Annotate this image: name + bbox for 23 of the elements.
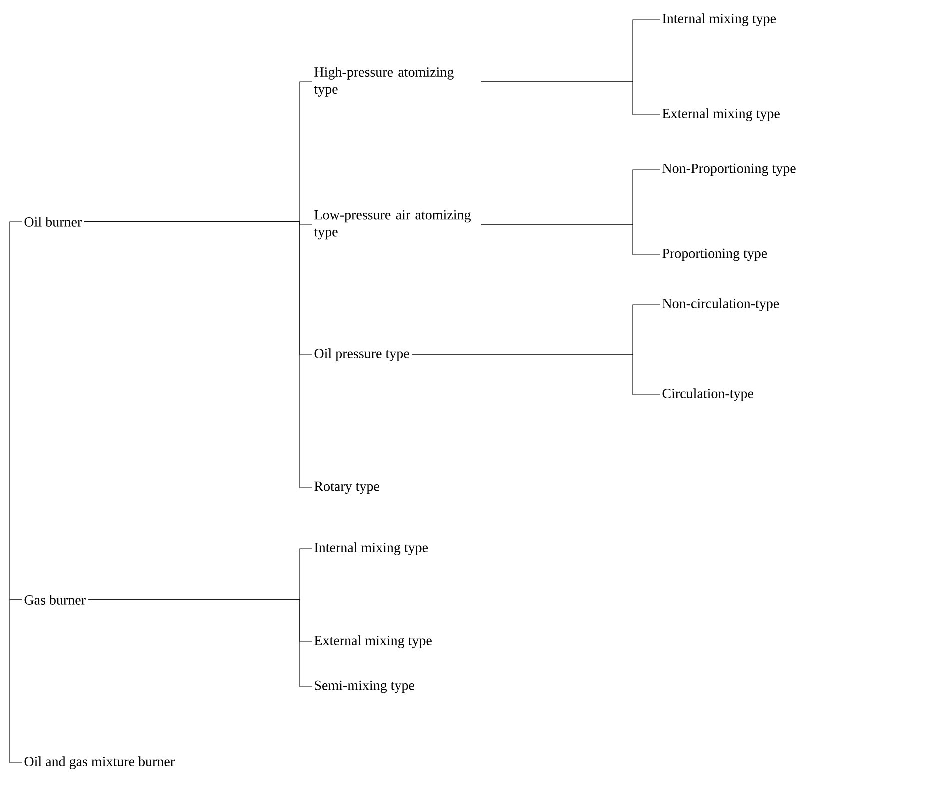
category-label: Semi-mixing type [315, 680, 414, 694]
category-label: Oil burner [24, 217, 82, 227]
connector-line [10, 600, 22, 764]
category-label: Rotary type [314, 482, 380, 494]
category-label: High-pressure atomizing type [314, 67, 454, 97]
category-label: Non-circulation-type [662, 298, 780, 312]
category-label: Gas burner [24, 595, 86, 605]
category-label: External mixing type [314, 636, 432, 648]
category-label: Oil and gas mixture burner [24, 756, 175, 770]
connector-line [481, 82, 660, 116]
connector-line [10, 222, 22, 600]
category-label: Proportioning type [662, 248, 768, 262]
connector-line [84, 222, 312, 488]
connector-line [88, 600, 312, 688]
category-label: Oil pressure type [314, 348, 410, 362]
category-label: Low-pressure air atomizing type [314, 210, 471, 240]
category-label: Internal mixing type [314, 542, 428, 556]
connector-line [481, 224, 660, 256]
connector-line [412, 354, 660, 396]
category-label: Circulation-type [662, 388, 754, 402]
category-label: External mixing type [662, 108, 780, 122]
category-label: Internal mixing type [662, 14, 776, 26]
category-label: Non-Proportioning type [662, 164, 796, 176]
